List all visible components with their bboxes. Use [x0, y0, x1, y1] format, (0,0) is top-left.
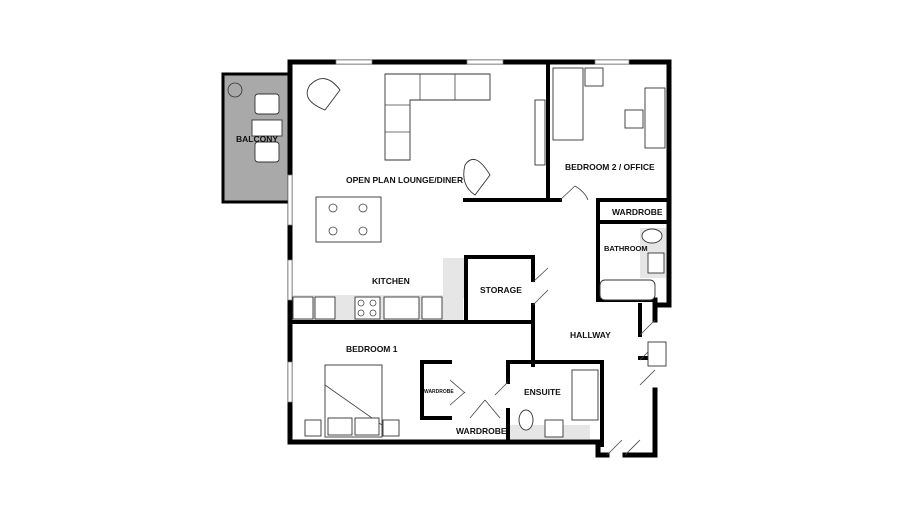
dining-table — [315, 196, 382, 243]
room-label-wardrobe-bed2: WARDROBE — [612, 207, 663, 217]
room-label-wardrobe-bed1: WARDROBE — [456, 426, 507, 436]
plant-icon — [227, 82, 243, 98]
sink-icon — [383, 296, 420, 320]
kitchen-units — [292, 296, 443, 320]
doors — [449, 185, 656, 456]
bedroom2-furniture — [552, 67, 666, 149]
room-label-lounge: OPEN PLAN LOUNGE/DINER — [346, 175, 463, 185]
room-label-bathroom: BATHROOM — [604, 244, 648, 253]
hob-icon — [354, 296, 381, 320]
lounge-furniture — [306, 73, 546, 243]
balcony-furniture — [227, 82, 283, 163]
room-label-wardrobe-small: WARDROBE — [424, 389, 454, 395]
bath-icon — [599, 279, 656, 301]
bedroom1-furniture — [304, 364, 400, 438]
room-label-storage: STORAGE — [480, 285, 522, 295]
room-label-ensuite: ENSUITE — [524, 387, 561, 397]
desk — [644, 87, 666, 149]
room-label-bedroom2: BEDROOM 2 / OFFICE — [565, 162, 655, 172]
room-label-hallway: HALLWAY — [570, 330, 611, 340]
room-label-kitchen: KITCHEN — [372, 276, 410, 286]
bathroom-fixtures — [518, 228, 667, 438]
room-label-balcony: BALCONY — [236, 134, 278, 144]
room-label-bedroom1: BEDROOM 1 — [346, 344, 398, 354]
